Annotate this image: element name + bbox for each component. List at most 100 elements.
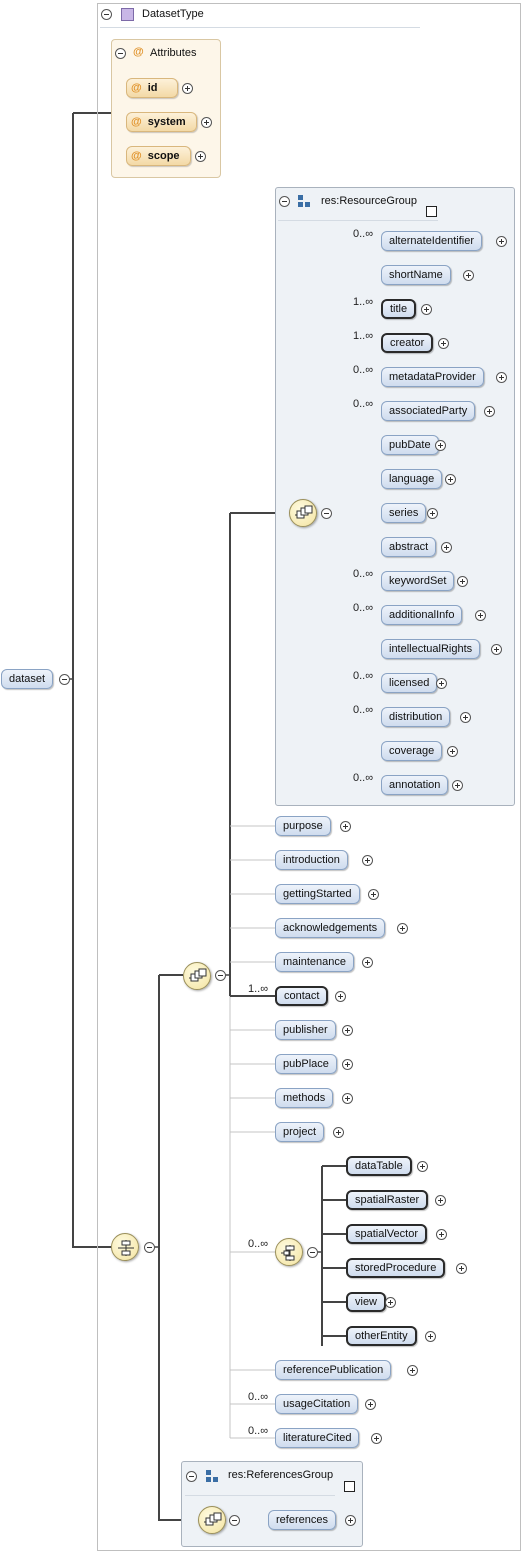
expand-intellectualRights-icon[interactable]: [491, 644, 502, 655]
element-maintenance[interactable]: maintenance: [275, 952, 354, 972]
cardinality-label: 0..∞: [353, 602, 374, 614]
element-intellectualRights[interactable]: intellectualRights: [381, 639, 481, 659]
element-alternateIdentifier[interactable]: alternateIdentifier: [381, 231, 482, 251]
expand-otherEntity-icon[interactable]: [425, 1331, 436, 1342]
collapse-references-group-icon[interactable]: [186, 1471, 197, 1482]
element-acknowledgements[interactable]: acknowledgements: [275, 918, 386, 938]
expand-abstract-icon[interactable]: [441, 542, 452, 553]
element-referencePublication[interactable]: referencePublication: [275, 1360, 392, 1380]
collapse-resource-group-icon[interactable]: [279, 196, 290, 207]
element-contact[interactable]: contact: [275, 986, 329, 1006]
expand-publisher-icon[interactable]: [342, 1025, 353, 1036]
expand-spatialRaster-icon[interactable]: [435, 1195, 446, 1206]
expand-additionalInfo-icon[interactable]: [475, 610, 486, 621]
expand-annotation-icon[interactable]: [452, 780, 463, 791]
element-spatialRaster[interactable]: spatialRaster: [346, 1190, 429, 1210]
element-series[interactable]: series: [381, 503, 427, 523]
expand-introduction-icon[interactable]: [362, 855, 373, 866]
element-introduction[interactable]: introduction: [275, 850, 348, 870]
attribute-label: id: [147, 82, 158, 94]
cardinality-label: 0..∞: [353, 670, 374, 682]
element-methods[interactable]: methods: [275, 1088, 334, 1108]
expand-referencePublication-icon[interactable]: [407, 1365, 418, 1376]
element-dataset[interactable]: dataset: [1, 669, 54, 689]
attribute-label: system: [147, 116, 186, 128]
expand-view-icon[interactable]: [385, 1297, 396, 1308]
element-storedProcedure[interactable]: storedProcedure: [346, 1258, 446, 1278]
expand-acknowledgements-icon[interactable]: [397, 923, 408, 934]
type-title-divider: [100, 27, 420, 28]
expand-project-icon[interactable]: [333, 1127, 344, 1138]
element-pubDate[interactable]: pubDate: [381, 435, 439, 455]
expand-gettingStarted-icon[interactable]: [368, 889, 379, 900]
collapse-type-icon[interactable]: [101, 9, 112, 20]
element-metadataProvider[interactable]: metadataProvider: [381, 367, 484, 387]
expand-alternateIdentifier-icon[interactable]: [496, 236, 507, 247]
expand-metadataProvider-icon[interactable]: [496, 372, 507, 383]
element-annotation[interactable]: annotation: [381, 775, 449, 795]
element-shortName[interactable]: shortName: [381, 265, 451, 285]
element-gettingStarted[interactable]: gettingStarted: [275, 884, 360, 904]
sequence-compositor-inner: [183, 962, 211, 990]
attribute-scope[interactable]: @scope: [126, 146, 191, 166]
expand-distribution-icon[interactable]: [460, 712, 471, 723]
collapse-sequence-inner-icon[interactable]: [215, 970, 226, 981]
element-usageCitation[interactable]: usageCitation: [275, 1394, 359, 1414]
expand-licensed-icon[interactable]: [436, 678, 447, 689]
element-title[interactable]: title: [381, 299, 417, 319]
element-keywordSet[interactable]: keywordSet: [381, 571, 455, 591]
attribute-id[interactable]: @id: [126, 78, 178, 98]
element-language[interactable]: language: [381, 469, 443, 489]
element-publisher[interactable]: publisher: [275, 1020, 336, 1040]
collapse-sequence-resource-icon[interactable]: [321, 508, 332, 519]
expand-attribute-scope-icon[interactable]: [195, 151, 206, 162]
element-project[interactable]: project: [275, 1122, 325, 1142]
collapse-sequence-references-icon[interactable]: [229, 1515, 240, 1526]
attributes-title: Attributes: [150, 47, 197, 59]
collapse-choice-entity-icon[interactable]: [307, 1247, 318, 1258]
element-abstract[interactable]: abstract: [381, 537, 437, 557]
element-coverage[interactable]: coverage: [381, 741, 443, 761]
element-purpose[interactable]: purpose: [275, 816, 331, 836]
attribute-system[interactable]: @system: [126, 112, 197, 132]
expand-language-icon[interactable]: [445, 474, 456, 485]
element-view[interactable]: view: [346, 1292, 387, 1312]
expand-pubPlace-icon[interactable]: [342, 1059, 353, 1070]
expand-dataTable-icon[interactable]: [417, 1161, 428, 1172]
collapse-dataset-icon[interactable]: [59, 674, 70, 685]
expand-spatialVector-icon[interactable]: [436, 1229, 447, 1240]
expand-storedProcedure-icon[interactable]: [456, 1263, 467, 1274]
element-references[interactable]: references: [268, 1510, 336, 1530]
expand-attribute-system-icon[interactable]: [201, 117, 212, 128]
expand-pubDate-icon[interactable]: [435, 440, 446, 451]
external-link-icon[interactable]: [426, 206, 437, 217]
collapse-sequence-main-icon[interactable]: [144, 1242, 155, 1253]
collapse-attributes-icon[interactable]: [115, 48, 126, 59]
expand-associatedParty-icon[interactable]: [484, 406, 495, 417]
expand-series-icon[interactable]: [427, 508, 438, 519]
expand-references-icon[interactable]: [345, 1515, 356, 1526]
external-link-icon[interactable]: [344, 1481, 355, 1492]
element-additionalInfo[interactable]: additionalInfo: [381, 605, 463, 625]
element-spatialVector[interactable]: spatialVector: [346, 1224, 427, 1244]
expand-title-icon[interactable]: [421, 304, 432, 315]
expand-coverage-icon[interactable]: [447, 746, 458, 757]
element-literatureCited[interactable]: literatureCited: [275, 1428, 360, 1448]
expand-literatureCited-icon[interactable]: [371, 1433, 382, 1444]
element-otherEntity[interactable]: otherEntity: [346, 1326, 417, 1346]
element-licensed[interactable]: licensed: [381, 673, 438, 693]
expand-shortName-icon[interactable]: [463, 270, 474, 281]
element-distribution[interactable]: distribution: [381, 707, 451, 727]
element-dataTable[interactable]: dataTable: [346, 1156, 412, 1176]
expand-contact-icon[interactable]: [335, 991, 346, 1002]
expand-usageCitation-icon[interactable]: [365, 1399, 376, 1410]
element-associatedParty[interactable]: associatedParty: [381, 401, 476, 421]
expand-purpose-icon[interactable]: [340, 821, 351, 832]
element-pubPlace[interactable]: pubPlace: [275, 1054, 337, 1074]
expand-attribute-id-icon[interactable]: [182, 83, 193, 94]
expand-methods-icon[interactable]: [342, 1093, 353, 1104]
expand-maintenance-icon[interactable]: [362, 957, 373, 968]
element-creator[interactable]: creator: [381, 333, 434, 353]
expand-keywordSet-icon[interactable]: [457, 576, 468, 587]
expand-creator-icon[interactable]: [438, 338, 449, 349]
